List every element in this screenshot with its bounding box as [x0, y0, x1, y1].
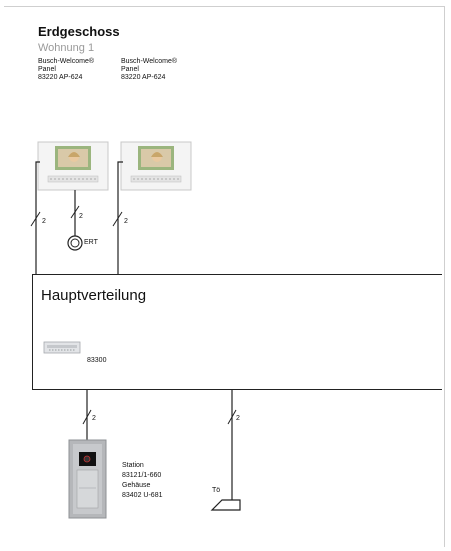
indoor-panel-1 [37, 141, 109, 191]
door-opener-icon [210, 499, 241, 511]
distribution-title: Hauptverteilung [41, 287, 147, 304]
panel-2-article: 83220 AP-624 [121, 74, 166, 81]
apartment-title: Wohnung 1 [38, 42, 95, 54]
panel-1-product: Busch-Welcome® [38, 58, 94, 65]
panel-2-type: Panel [121, 66, 139, 73]
wire-count-panel-1: 2 [42, 218, 46, 225]
panel-2-label: Busch-Welcome® Panel 83220 AP-624 [121, 58, 201, 82]
panel-2-product: Busch-Welcome® [121, 58, 177, 65]
housing-title: Gehäuse [122, 482, 151, 489]
panel-1-label: Busch-Welcome® Panel 83220 AP-624 [38, 58, 118, 82]
main-distribution-box: Hauptverteilung 83300 [32, 274, 442, 390]
controller-device-icon [43, 341, 81, 354]
ert-label: ERT [84, 239, 98, 246]
panel-1-type: Panel [38, 66, 56, 73]
door-opener-label: Tö [212, 487, 221, 494]
wire-panel-2 [112, 161, 123, 274]
wire-panel-1 [30, 161, 41, 274]
wire-count-ert: 2 [79, 213, 83, 220]
wire-ert [67, 190, 83, 251]
plan-frame [4, 6, 445, 547]
wire-count-station: 2 [92, 415, 96, 422]
wire-door-opener [227, 390, 237, 500]
floor-title: Erdgeschoss [38, 24, 120, 39]
wire-count-panel-2: 2 [124, 218, 128, 225]
housing-article: 83402 U-681 [122, 492, 163, 499]
outdoor-station [68, 439, 107, 519]
wire-count-door-opener: 2 [236, 415, 240, 422]
device-label: 83300 [87, 357, 107, 364]
station-article: 83121/1-660 [122, 472, 162, 479]
indoor-panel-2 [120, 141, 192, 191]
station-label: Station 83121/1-660 Gehäuse 83402 U-681 [122, 461, 162, 501]
panel-1-article: 83220 AP-624 [38, 74, 83, 81]
station-title: Station [122, 462, 144, 469]
wire-station [82, 390, 92, 440]
